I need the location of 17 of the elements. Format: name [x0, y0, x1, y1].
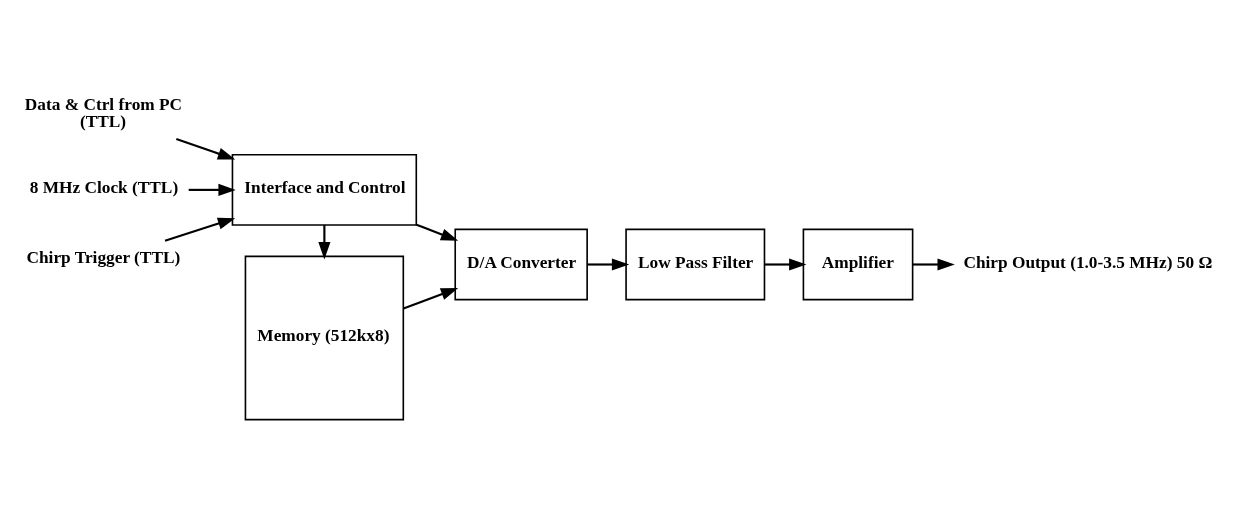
arrow	[416, 223, 459, 241]
arrow	[403, 287, 459, 310]
node-box: D/A Converter	[454, 228, 588, 301]
node-box: Interface and Control	[231, 153, 418, 226]
arrow	[912, 258, 955, 271]
node-box: Amplifier	[802, 228, 914, 301]
arrow	[764, 258, 807, 271]
node-text: Data & Ctrl from PC (TTL)	[24, 94, 183, 131]
arrow	[188, 183, 236, 196]
arrow	[164, 217, 236, 242]
node-box: Memory (512kx8)	[244, 255, 405, 421]
node-text: Chirp Output (1.0-3.5 MHz) 50 Ω	[963, 252, 1213, 272]
node-text: Chirp Trigger (TTL)	[26, 248, 181, 268]
node-text: 8 MHz Clock (TTL)	[29, 177, 179, 197]
node-box: Low Pass Filter	[625, 228, 766, 301]
arrow	[587, 258, 630, 271]
arrow	[175, 138, 236, 160]
